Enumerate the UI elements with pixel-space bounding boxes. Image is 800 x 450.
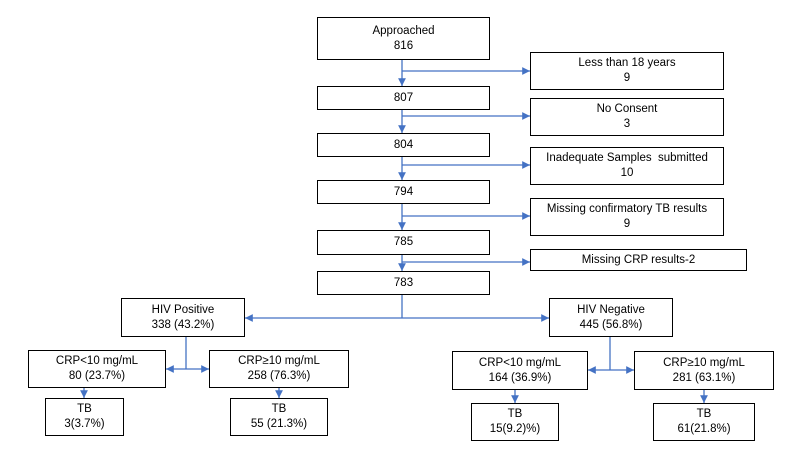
hiv-positive-value: 338 (43.2%)	[151, 318, 215, 331]
hiv-positive: HIV Positive 338 (43.2%)	[121, 298, 245, 337]
exclusion-consent-value: 3	[623, 118, 631, 130]
exclusion-age-label: Less than 18 years	[578, 57, 676, 69]
hivneg-high-tb-label: TB	[696, 408, 712, 420]
exclusion-crp-label: Missing CRP results-2	[581, 253, 696, 266]
exclusion-consent: No Consent 3	[530, 98, 724, 136]
hivpos-low-tb-label: TB	[77, 403, 92, 415]
node-783: 783	[317, 271, 490, 295]
hivpos-low-tb: TB 3(3.7%)	[45, 398, 124, 436]
exclusion-crp: Missing CRP results-2	[530, 249, 747, 271]
hivneg-low-tb-value: 15(9.2)%)	[489, 423, 541, 435]
node-783-value: 783	[393, 276, 414, 289]
hivpos-high-tb-label: TB	[271, 403, 287, 415]
hivneg-crp-high: CRP≥10 mg/mL 281 (63.1%)	[634, 351, 774, 390]
exclusion-tb-value: 9	[623, 218, 631, 230]
exclusion-samples: Inadequate Samples submitted 10	[530, 147, 724, 185]
node-807: 807	[317, 86, 490, 110]
hiv-negative-label: HIV Negative	[577, 303, 645, 316]
hivpos-crp-high-value: 258 (76.3%)	[247, 370, 311, 382]
node-804: 804	[317, 133, 490, 157]
exclusion-age: Less than 18 years 9	[530, 52, 724, 90]
node-approached: Approached 816	[317, 17, 490, 60]
hiv-negative: HIV Negative 445 (56.8%)	[549, 298, 673, 337]
node-approached-label: Approached	[372, 24, 435, 37]
hivneg-low-tb: TB 15(9.2)%)	[471, 403, 559, 441]
hivneg-high-tb-value: 61(21.8%)	[677, 423, 731, 435]
hivpos-low-tb-value: 3(3.7%)	[64, 418, 105, 430]
node-807-value: 807	[393, 91, 414, 104]
node-794-value: 794	[393, 185, 414, 198]
exclusion-tb-label: Missing confirmatory TB results	[546, 203, 708, 215]
node-785-value: 785	[393, 236, 414, 248]
exclusion-samples-value: 10	[620, 167, 634, 179]
exclusion-age-value: 9	[623, 72, 631, 84]
hivneg-crp-high-label: CRP≥10 mg/mL	[663, 356, 745, 369]
hivpos-crp-high-label: CRP≥10 mg/mL	[238, 355, 320, 367]
exclusion-tb: Missing confirmatory TB results 9	[530, 198, 724, 236]
hivneg-crp-low: CRP<10 mg/mL 164 (36.9%)	[452, 351, 588, 390]
node-785: 785	[317, 230, 490, 255]
hiv-positive-label: HIV Positive	[151, 303, 215, 316]
hivpos-crp-low-label: CRP<10 mg/mL	[55, 355, 139, 367]
hiv-negative-value: 445 (56.8%)	[579, 318, 643, 331]
node-804-value: 804	[393, 138, 414, 151]
exclusion-samples-label: Inadequate Samples submitted	[546, 152, 708, 164]
hivneg-crp-high-value: 281 (63.1%)	[672, 371, 736, 384]
hivpos-high-tb-value: 55 (21.3%)	[250, 418, 308, 430]
hivpos-high-tb: TB 55 (21.3%)	[230, 398, 328, 436]
node-794: 794	[317, 180, 490, 204]
node-approached-value: 816	[393, 39, 414, 52]
hivneg-crp-low-label: CRP<10 mg/mL	[478, 356, 562, 369]
hivpos-crp-low: CRP<10 mg/mL 80 (23.7%)	[28, 350, 166, 388]
hivneg-crp-low-value: 164 (36.9%)	[488, 371, 552, 384]
exclusion-consent-label: No Consent	[596, 103, 658, 115]
hivneg-low-tb-label: TB	[507, 408, 523, 420]
hivpos-crp-high: CRP≥10 mg/mL 258 (76.3%)	[209, 350, 349, 388]
hivneg-high-tb: TB 61(21.8%)	[653, 403, 755, 441]
hivpos-crp-low-value: 80 (23.7%)	[68, 370, 126, 382]
